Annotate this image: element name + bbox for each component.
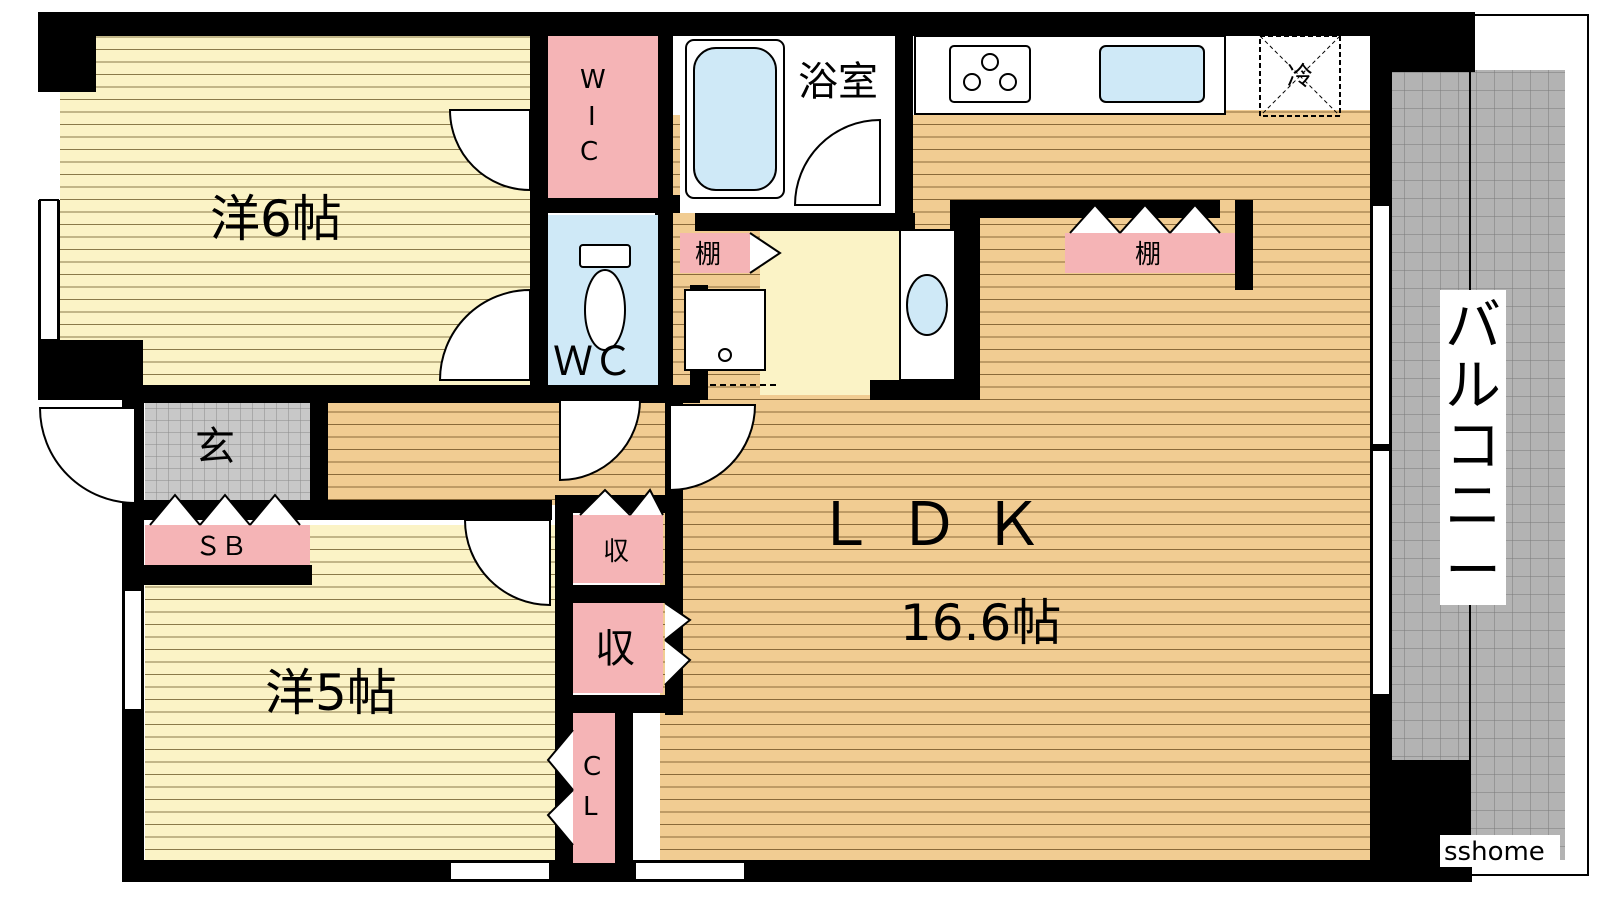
fridge-space: [1259, 35, 1341, 117]
shelf-right-label: 棚: [1135, 240, 1161, 270]
shelf-left-box: [680, 233, 750, 273]
storage-big-label: 収: [595, 626, 635, 672]
kitchen-sink: [1099, 45, 1205, 103]
fridge-label: 冷: [1287, 62, 1313, 92]
room-label-western-5: 洋5帖: [265, 664, 397, 722]
room-label-bath: 浴室: [798, 59, 878, 105]
room-label-genkan: 玄: [195, 424, 235, 470]
storage-big-box: [573, 603, 663, 693]
closet-box: [573, 713, 615, 863]
room-label-wc: ＷＣ: [553, 339, 633, 385]
washbasin: [906, 274, 948, 336]
wic-label-i: I: [588, 102, 596, 132]
room-label-ldk-size: 16.6帖: [900, 594, 1061, 652]
balcony-label-1: バ: [1445, 294, 1501, 359]
balcony-label-2: ル: [1445, 354, 1501, 419]
balcony-label-3: コ: [1445, 414, 1501, 479]
storage-small-box: [573, 515, 663, 583]
bathtub-inner: [693, 47, 777, 191]
drain-icon: [718, 348, 732, 362]
watermark-bg: [1440, 835, 1560, 867]
balcony-label-5: ー: [1445, 539, 1501, 604]
swing-doors: [38, 109, 881, 607]
wic-area: [548, 36, 658, 198]
balcony-label-bg: [1440, 290, 1506, 605]
wic-label-c: C: [580, 137, 598, 167]
shelf-right-box: [1065, 233, 1235, 273]
watermark: sshome: [1444, 837, 1545, 867]
room-label-ldk: ＬＤＫ: [815, 490, 1067, 560]
washer-pan: [684, 289, 766, 371]
folding-doors: [149, 203, 1221, 846]
balcony-label-4: ニ: [1445, 474, 1501, 539]
toilet-icon: [579, 244, 631, 351]
stove: [949, 45, 1031, 103]
shoebox-label: ＳＢ: [195, 532, 247, 562]
storage-small-label: 収: [603, 537, 629, 567]
windows: [39, 199, 1391, 881]
room-label-western-6: 洋6帖: [210, 190, 342, 248]
shelf-left-label: 棚: [695, 240, 721, 270]
wic-label-w: W: [580, 65, 606, 95]
genkan-floor: [145, 400, 310, 510]
cl-label-c: C: [583, 752, 601, 782]
cl-label-l: L: [583, 792, 598, 822]
shoebox-box: [145, 525, 310, 565]
burner-icon: [963, 53, 1017, 91]
